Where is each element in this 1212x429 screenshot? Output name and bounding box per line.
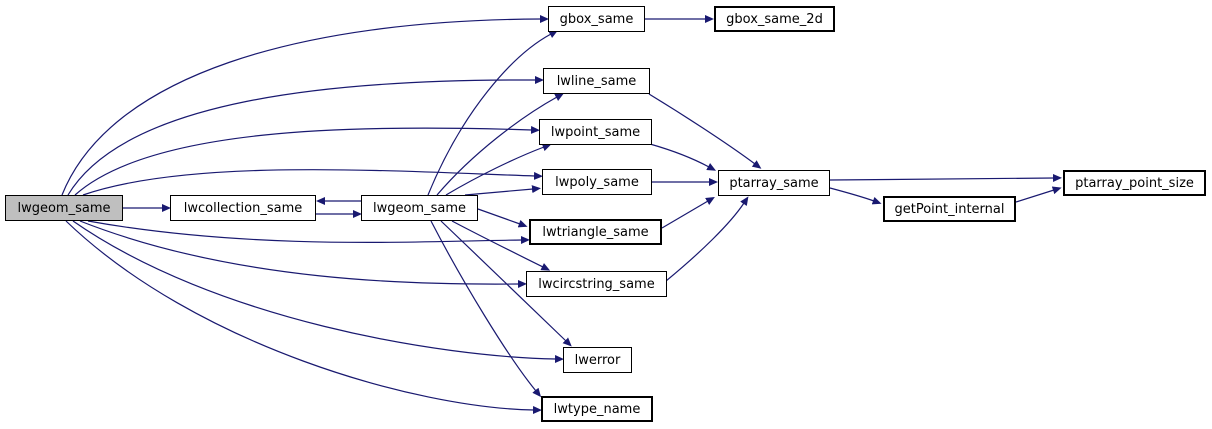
node-lwcircstring_same[interactable]: lwcircstring_same	[526, 271, 667, 297]
edge-lwtriangle_same-to-ptarray_same	[661, 196, 715, 229]
node-lwline_same[interactable]: lwline_same	[543, 68, 650, 94]
edge-lwgeom_same-to-lwerror	[440, 220, 572, 347]
node-lwgeom_same_root[interactable]: lwgeom_same	[5, 195, 123, 221]
edge-ptarray_same-to-getPoint_internal	[829, 187, 882, 205]
edge-lwgeom_same_root-to-lwerror	[72, 220, 564, 363]
node-ptarray_same[interactable]: ptarray_same	[718, 170, 830, 196]
edge-lwgeom_same_root-to-lwpoint_same	[74, 125, 540, 196]
node-lwgeom_same[interactable]: lwgeom_same	[361, 195, 478, 221]
edge-ptarray_same-to-ptarray_point_size	[829, 174, 1062, 183]
node-gbox_same[interactable]: gbox_same	[548, 6, 645, 32]
edge-lwgeom_same-to-lwline_same	[436, 93, 564, 196]
edge-lwgeom_same-to-lwpoint_same	[445, 143, 552, 196]
node-lwpoint_same[interactable]: lwpoint_same	[539, 119, 652, 145]
node-lwtype_name[interactable]: lwtype_name	[541, 396, 653, 422]
edge-lwgeom_same-to-lwpoly_same	[464, 185, 541, 196]
edge-lwgeom_same_root-to-lwpoly_same	[82, 169, 543, 196]
edge-lwgeom_same-to-lwcircstring_same	[451, 220, 551, 271]
edge-getPoint_internal-to-ptarray_point_size	[1015, 186, 1062, 203]
node-getPoint_internal[interactable]: getPoint_internal	[883, 196, 1016, 222]
edge-lwgeom_same_root-to-gbox_same	[61, 15, 549, 196]
edge-lwcircstring_same-to-ptarray_same	[665, 196, 749, 282]
edge-lwpoint_same-to-ptarray_same	[649, 143, 717, 171]
edge-lwgeom_same-to-lwtriangle_same	[477, 208, 528, 228]
edge-lwgeom_same_root-to-lwtriangle_same	[87, 220, 530, 245]
node-lwpoly_same[interactable]: lwpoly_same	[542, 169, 652, 195]
edge-lwgeom_same-to-lwtype_name	[430, 220, 542, 398]
node-lwerror[interactable]: lwerror	[563, 347, 632, 373]
node-gbox_same_2d[interactable]: gbox_same_2d	[714, 6, 835, 32]
node-lwtriangle_same[interactable]: lwtriangle_same	[529, 219, 662, 245]
edge-lwgeom_same_root-to-lwline_same	[67, 75, 544, 196]
edge-lwgeom_same_root-to-lwcircstring_same	[79, 220, 527, 289]
node-lwcollection_same[interactable]: lwcollection_same	[170, 195, 316, 221]
edge-lwline_same-to-ptarray_same	[648, 93, 762, 169]
edge-lwgeom_same-to-gbox_same	[427, 30, 559, 196]
node-ptarray_point_size[interactable]: ptarray_point_size	[1063, 170, 1206, 196]
edge-lwgeom_same_root-to-lwtype_name	[65, 220, 542, 414]
